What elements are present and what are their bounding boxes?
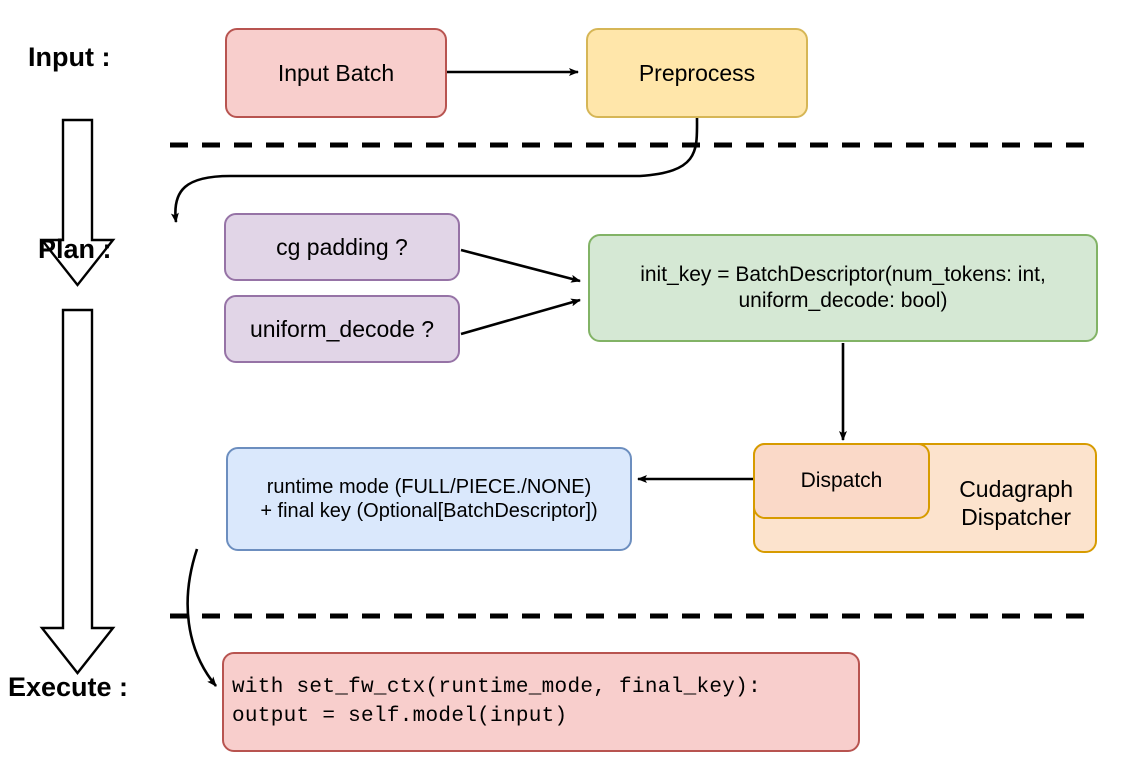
node-runtime-mode[interactable]: runtime mode (FULL/PIECE./NONE) + final … [226,447,632,551]
stage-arrow-2 [39,308,116,675]
stage-label-execute: Execute : [8,672,129,702]
node-preprocess[interactable]: Preprocess [586,28,808,118]
node-cg-padding[interactable]: cg padding ? [224,213,460,281]
edge-runtime-mode-to-execute-code [186,548,217,687]
node-init-key[interactable]: init_key = BatchDescriptor(num_tokens: i… [588,234,1098,342]
edge-cg-padding-to-init-key [460,248,581,283]
edge-preprocess-to-cg-padding [170,117,699,223]
stage-label-input: Input : [28,42,111,72]
edge-uniform-decode-to-init-key [460,298,581,336]
node-execute-code[interactable]: with set_fw_ctx(runtime_mode, final_key)… [222,652,860,752]
node-input-batch[interactable]: Input Batch [225,28,447,118]
stage-label-plan: Plan : [38,234,112,264]
node-uniform-decode[interactable]: uniform_decode ? [224,295,460,363]
node-dispatch[interactable]: Dispatch [753,443,930,519]
